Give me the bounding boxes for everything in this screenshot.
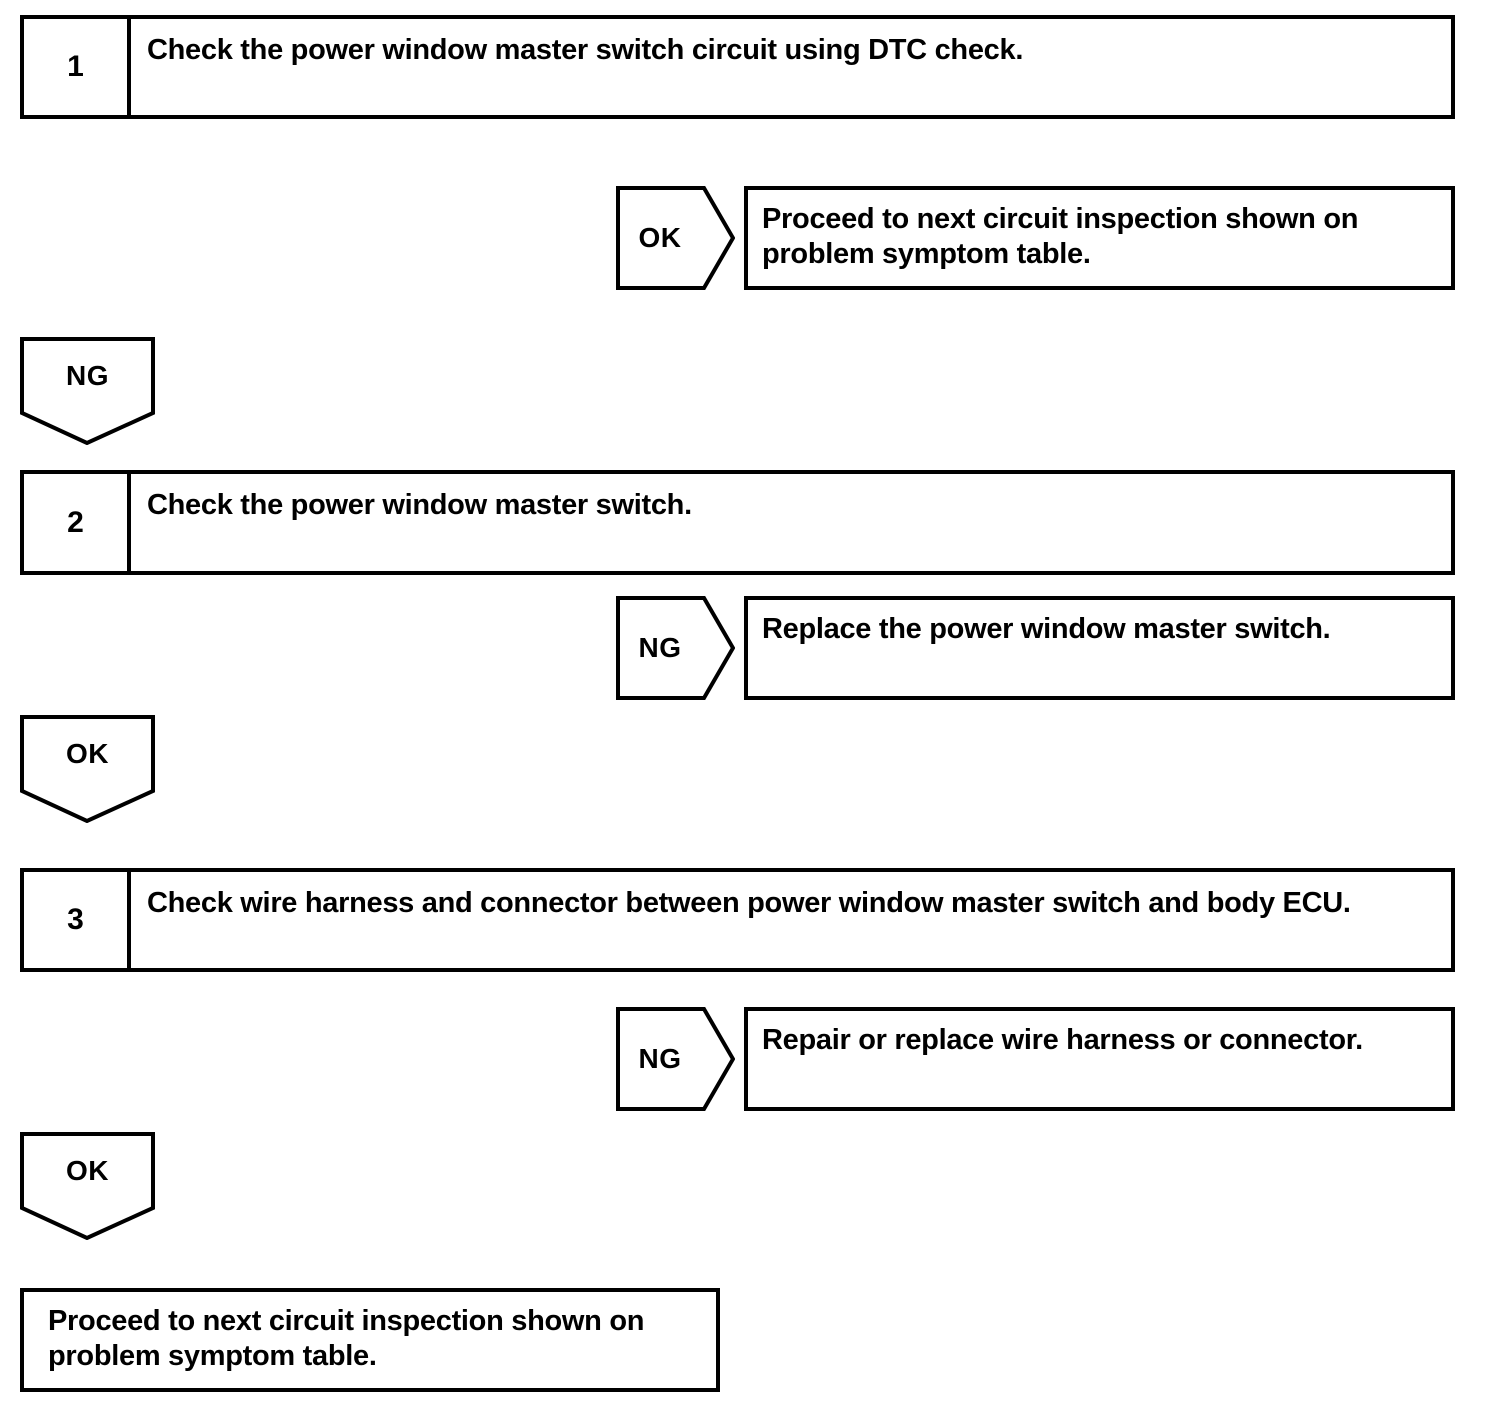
flow-connector-label: NG <box>66 360 109 391</box>
branch-tag-ng-3: NG <box>616 1007 735 1111</box>
branch-tag-ok-1: OK <box>616 186 735 290</box>
flow-connector-ok-3: OK <box>20 1132 155 1240</box>
pentagon-right-icon <box>616 1007 735 1111</box>
flow-connector-label: OK <box>66 1155 109 1186</box>
flow-connector-ok-2: OK <box>20 715 155 823</box>
step-instruction-2: Check the power window master switch. <box>147 489 692 521</box>
final-text-line2: problem symptom table. <box>48 1340 377 1373</box>
pentagon-down-icon <box>20 337 155 445</box>
result-box-1: Proceed to next circuit inspection shown… <box>744 186 1455 290</box>
pentagon-down-icon <box>20 715 155 823</box>
result-text-line1: Replace the power window master switch. <box>762 613 1331 645</box>
step-box-1: 1 Check the power window master switch c… <box>20 15 1455 119</box>
result-text-line2: problem symptom table. <box>762 238 1091 271</box>
step-number-2: 2 <box>24 474 131 571</box>
pentagon-right-icon <box>616 186 735 290</box>
flow-connector-ng-1: NG <box>20 337 155 445</box>
pentagon-down-icon <box>20 1132 155 1240</box>
result-text-line1: Proceed to next circuit inspection shown… <box>762 203 1359 235</box>
step-box-2: 2 Check the power window master switch. <box>20 470 1455 575</box>
branch-tag-label: OK <box>638 222 682 253</box>
pentagon-right-icon <box>616 596 735 700</box>
step-instruction-3: Check wire harness and connector between… <box>147 887 1351 919</box>
branch-tag-label: NG <box>638 632 682 663</box>
branch-tag-ng-2: NG <box>616 596 735 700</box>
branch-tag-label: NG <box>638 1043 682 1074</box>
result-text-line1: Repair or replace wire harness or connec… <box>762 1024 1363 1056</box>
step-instruction-1: Check the power window master switch cir… <box>147 34 1024 66</box>
result-box-2: Replace the power window master switch. <box>744 596 1455 700</box>
step-number-1: 1 <box>24 19 131 115</box>
flow-connector-label: OK <box>66 738 109 769</box>
result-box-3: Repair or replace wire harness or connec… <box>744 1007 1455 1111</box>
final-text-line1: Proceed to next circuit inspection shown… <box>48 1305 645 1337</box>
final-outcome-box: Proceed to next circuit inspection shown… <box>20 1288 720 1392</box>
step-box-3: 3 Check wire harness and connector betwe… <box>20 868 1455 972</box>
step-number-3: 3 <box>24 872 131 968</box>
